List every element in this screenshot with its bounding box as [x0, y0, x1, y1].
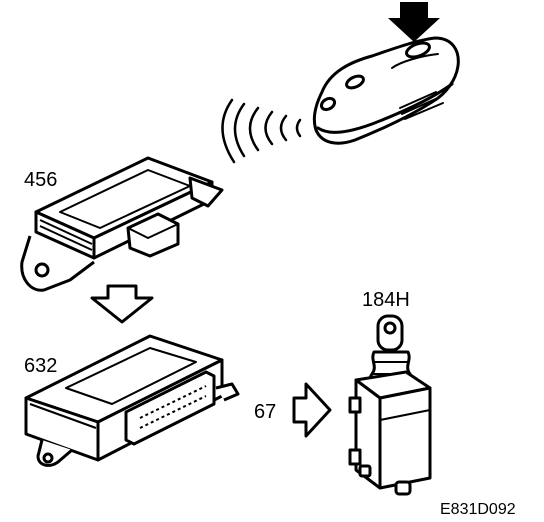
receiver-module	[20, 156, 224, 292]
label-184h: 184H	[362, 289, 410, 311]
lock-motor	[348, 314, 432, 496]
figure-code: E831D092	[440, 501, 516, 518]
hollow-right-arrow-icon	[292, 382, 332, 438]
central-locking-module	[24, 334, 240, 467]
radio-waves-icon	[221, 98, 302, 164]
down-arrow-icon	[388, 2, 440, 42]
remote-key-fob	[312, 36, 460, 145]
label-632: 632	[24, 355, 57, 377]
hollow-down-arrow-icon	[90, 284, 154, 324]
label-456: 456	[24, 169, 57, 191]
label-67: 67	[254, 401, 276, 423]
